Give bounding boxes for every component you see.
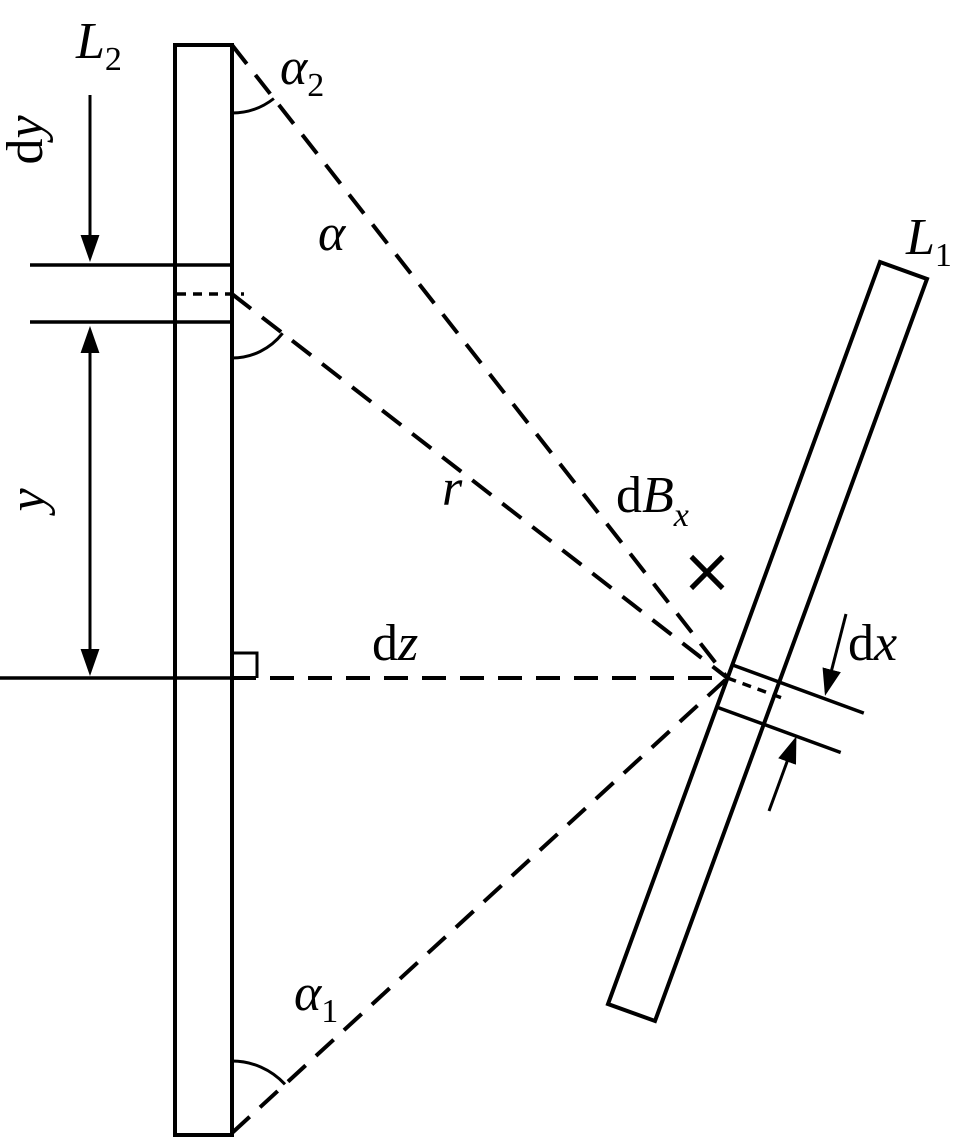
dx-label: dx [848,615,897,672]
right-angle-icon [232,651,259,678]
y-label: y [0,488,56,517]
alpha1-arc [231,1059,287,1086]
alpha2-line [230,43,730,680]
wire-L1-label: L1 [905,209,952,274]
alpha-label: α [318,205,347,262]
wire-L2-label: L2 [75,13,122,78]
r-line [230,292,729,680]
dBx-label: dBx [616,467,689,534]
alpha2-label: α2 [280,39,324,104]
wire-L2 [173,43,234,1137]
cross-into-page-icon: × [681,534,733,607]
alpha2-arc [231,97,275,115]
dx-element-upper-line [731,663,865,715]
alpha1-label: α1 [294,965,338,1030]
r-label: r [442,460,463,517]
dx-arrow-top [822,613,848,696]
dx-arrow-bottom [767,736,797,812]
dx-element-center-dashed [726,676,783,700]
wire-L1 [605,259,930,1024]
dz-label: dz [372,615,418,672]
dx-element-lower-line [716,705,842,755]
dy-label: dy [0,115,54,165]
alpha-arc [231,332,284,360]
